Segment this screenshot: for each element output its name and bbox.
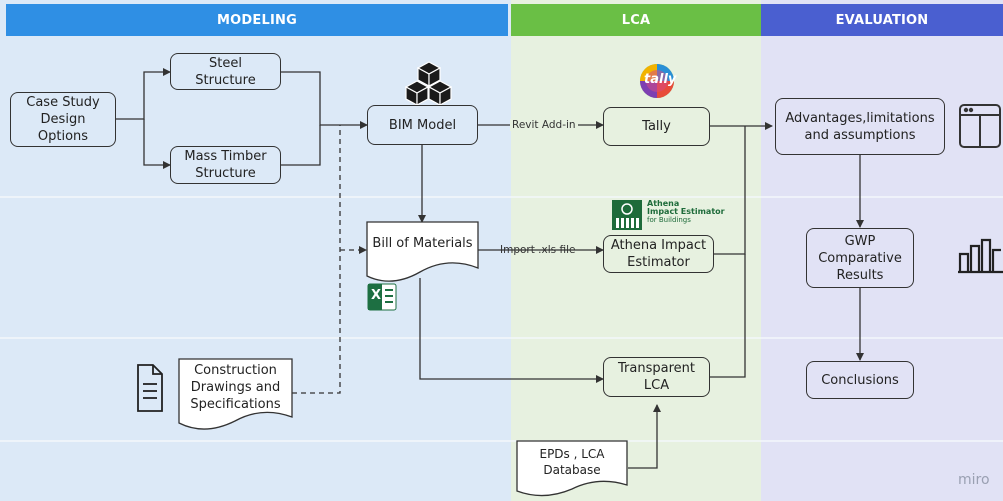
excel-logo-text: X — [371, 288, 382, 303]
evaluation-header: EVALUATION — [761, 4, 1003, 36]
miro-watermark: miro — [958, 472, 990, 488]
edge-case-to-timber — [143, 119, 171, 169]
edge-case-to-steel — [115, 68, 171, 120]
edge-drawings-dashed — [292, 125, 341, 394]
epds-doc-shape — [516, 440, 628, 497]
advantages-node[interactable]: Advantages,limitations and assumptions — [775, 98, 945, 155]
epds-lca-database-node[interactable]: EPDs , LCA Database — [539, 447, 605, 477]
lca-header: LCA — [511, 4, 761, 36]
excel-icon — [367, 283, 397, 311]
import-xls-label: Import .xls file — [500, 244, 576, 256]
athena-node[interactable]: Athena Impact Estimator — [603, 235, 714, 273]
revit-addin-label: Revit Add-in — [510, 119, 578, 131]
bom-doc-shape — [366, 221, 479, 282]
evaluation-lane — [761, 0, 1003, 501]
construction-drawings-node[interactable]: Construction Drawings and Specifications — [190, 362, 281, 412]
steel-structure-node[interactable]: Steel Structure — [170, 53, 281, 90]
bill-of-materials-node[interactable]: Bill of Materials — [372, 235, 473, 251]
edge-transparent-to-adv — [710, 254, 746, 378]
tally-logo-icon — [640, 64, 674, 98]
tally-logo-text: tally — [644, 72, 677, 87]
edge-steel-to-bim — [281, 71, 368, 129]
modeling-header: MODELING — [6, 4, 508, 36]
gwp-results-node[interactable]: GWP Comparative Results — [806, 228, 914, 288]
tally-node[interactable]: Tally — [603, 107, 710, 146]
conclusions-node[interactable]: Conclusions — [806, 361, 914, 399]
athena-logo-line2: Impact Estimator — [647, 207, 725, 216]
athena-logo-line3: for Buildings — [647, 216, 691, 224]
bim-cubes-icon — [404, 61, 453, 107]
athena-logo-line1: Athena — [647, 199, 680, 208]
document-icon — [137, 364, 163, 412]
edge-bom-to-transparent — [419, 278, 604, 383]
edge-athena-to-adv — [714, 126, 746, 255]
mass-timber-node[interactable]: Mass Timber Structure — [170, 146, 281, 184]
edge-timber-to-bim — [281, 125, 321, 166]
drawings-doc-shape — [178, 358, 293, 430]
edge-epds-to-transparent — [628, 404, 661, 469]
bim-model-node[interactable]: BIM Model — [367, 105, 478, 145]
transparent-lca-node[interactable]: Transparent LCA — [603, 357, 710, 397]
case-study-node[interactable]: Case Study Design Options — [10, 92, 116, 147]
athena-logo-icon — [612, 200, 642, 230]
layout-window-icon — [959, 104, 1001, 148]
bar-chart-icon — [958, 238, 1003, 274]
